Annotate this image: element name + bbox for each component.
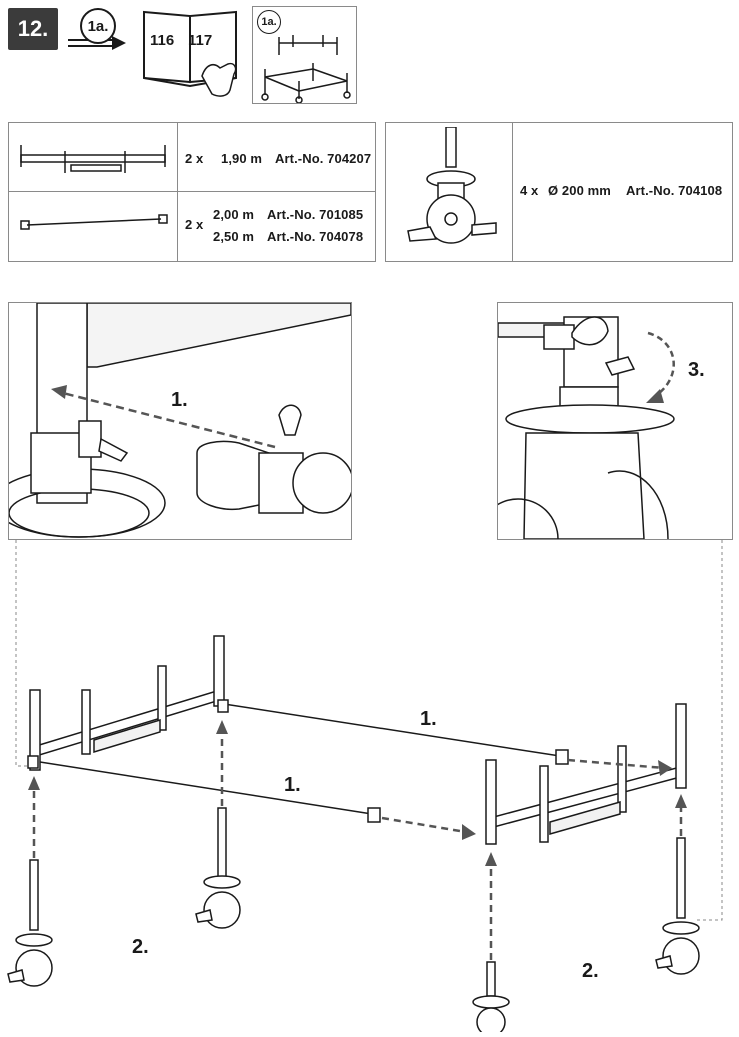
detail-right-step: 3.: [688, 359, 705, 381]
row2-qty: 2 x: [185, 217, 204, 232]
row1-article: Art.-No. 704207: [275, 151, 372, 166]
thumbnail-reference-circle: 1a.: [257, 10, 281, 34]
rotation-arrow: [646, 331, 675, 403]
detail-clamp-view: 1.: [8, 302, 352, 540]
main-step-castor-left: 2.: [132, 936, 149, 958]
manual-book-icon: [140, 6, 250, 100]
row1-qty: 2 x: [185, 151, 204, 166]
row2-length-a: 2,00 m: [213, 207, 255, 222]
row2-article-a: Art.-No. 701085: [267, 207, 364, 222]
parts-table: 2 x 1,90 m Art.-No. 704207 2 x 2,00 m Ar…: [8, 122, 376, 262]
horizontal-frame-icon: [15, 133, 171, 188]
detail-wingnut-view: 3.: [497, 302, 733, 540]
row2-article-b: Art.-No. 704078: [267, 229, 364, 244]
manual-page-left: 116: [150, 32, 175, 49]
castor-size: Ø 200 mm: [548, 183, 611, 198]
main-step-castor-right: 2.: [582, 960, 599, 982]
main-step-brace-upper: 1.: [420, 708, 437, 730]
row1-length: 1,90 m: [221, 151, 263, 166]
detail-left-step: 1.: [171, 389, 188, 411]
brace-icon: [15, 211, 171, 240]
castor-article: Art.-No. 704108: [626, 183, 723, 198]
main-step-brace-lower: 1.: [284, 774, 301, 796]
castor-wheel-icon: [396, 126, 506, 262]
castor-qty: 4 x: [520, 183, 539, 198]
row2-length-b: 2,50 m: [213, 229, 255, 244]
castor-table: 4 x Ø 200 mm Art.-No. 704108: [385, 122, 733, 262]
main-assembly-drawing: 1. 1. 2. 2.: [0, 540, 739, 1037]
step-number-badge: 12.: [8, 8, 58, 50]
detail-left-arrow: [51, 385, 276, 449]
manual-page-right: 117: [188, 32, 213, 49]
reference-step-circle: 1a.: [80, 8, 116, 44]
